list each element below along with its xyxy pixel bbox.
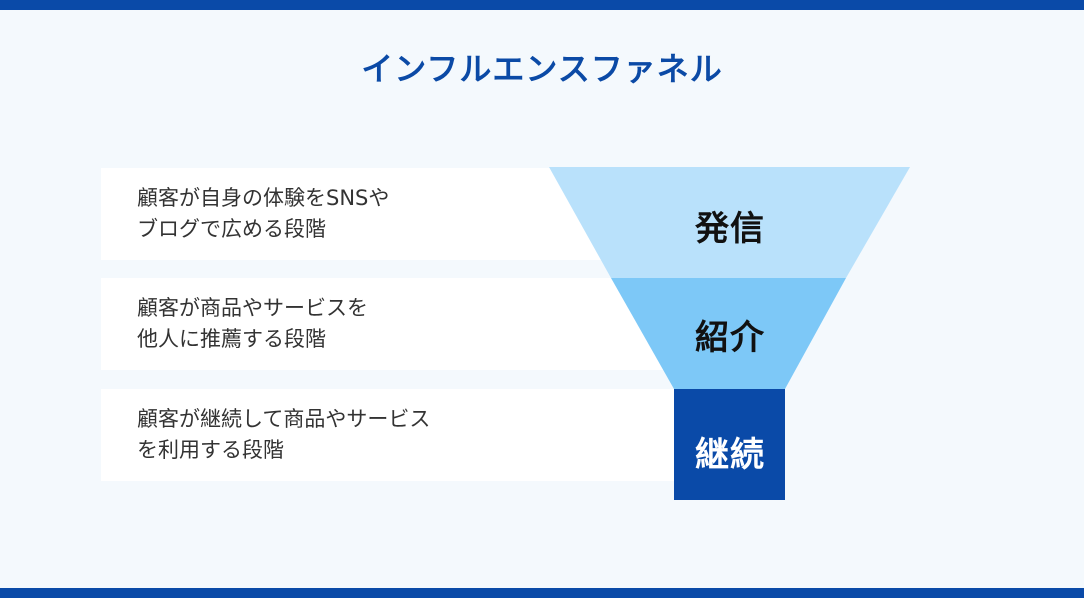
stage-3-label: 継続 <box>695 435 765 475</box>
stage-2-description: 顧客が商品やサービスを 他人に推薦する段階 <box>137 296 368 351</box>
funnel-stage-2 <box>611 278 846 389</box>
funnel-stage-3 <box>674 389 785 500</box>
stage-3-description-box: 顧客が継続して商品やサービス を利用する段階 <box>101 389 681 481</box>
stage-3-description: 顧客が継続して商品やサービス を利用する段階 <box>137 407 431 462</box>
diagram-title: インフルエンスファネル <box>361 50 723 88</box>
funnel-stage-1 <box>549 167 910 278</box>
stage-1-label: 発信 <box>695 209 765 249</box>
stage-2-description-box: 顧客が商品やサービスを 他人に推薦する段階 <box>101 278 681 370</box>
stage-1-description: 顧客が自身の体験をSNSや ブログで広める段階 <box>137 186 390 241</box>
stage-1-description-box: 顧客が自身の体験をSNSや ブログで広める段階 <box>101 168 621 260</box>
stage-2-label: 紹介 <box>695 318 765 358</box>
top-accent-bar <box>0 0 1084 10</box>
bottom-accent-bar <box>0 588 1084 598</box>
